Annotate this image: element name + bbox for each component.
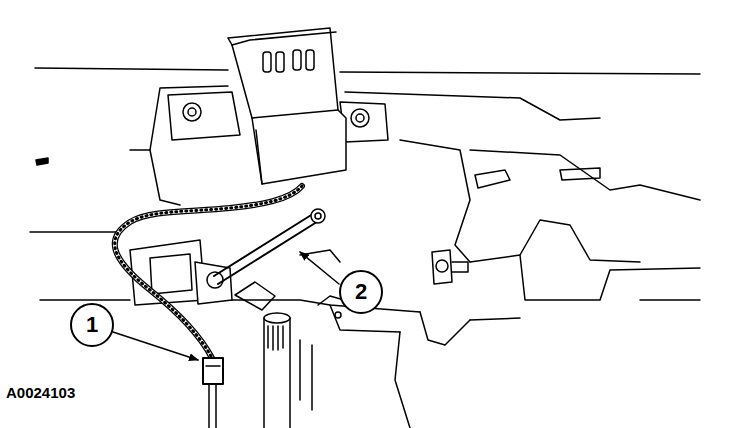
callout-number: 1 — [86, 314, 98, 336]
callout-circle: 2 — [339, 270, 383, 314]
callout-circle: 1 — [70, 303, 114, 347]
callout-number: 2 — [355, 281, 367, 303]
figure-code: A0024103 — [6, 384, 75, 401]
